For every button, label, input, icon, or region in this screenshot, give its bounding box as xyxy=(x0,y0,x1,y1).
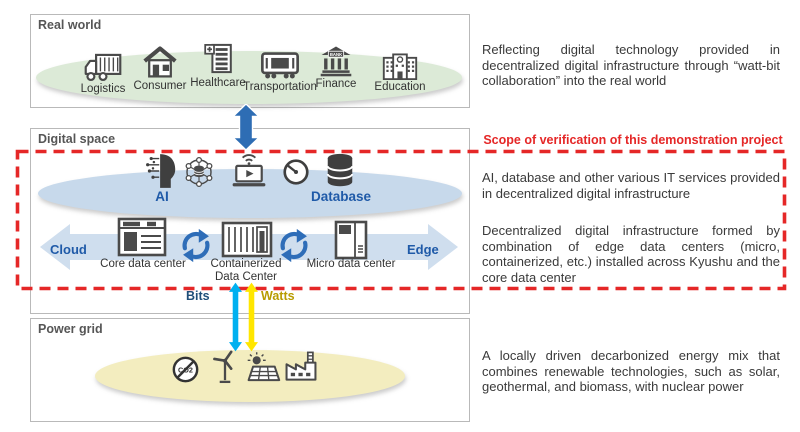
real-world-item-consumer: Consumer xyxy=(125,45,195,93)
bank-sign-text: BANK xyxy=(330,52,343,57)
real-world-item-label: Consumer xyxy=(133,80,187,92)
infrastructure-note: Decentralized digital infrastructure for… xyxy=(482,223,780,285)
real-digital-double-arrow-icon xyxy=(233,104,259,150)
power-grid-title: Power grid xyxy=(38,322,103,336)
watts-double-arrow-icon xyxy=(245,282,258,352)
database-icon xyxy=(326,153,354,187)
database-label: Database xyxy=(310,189,372,204)
bits-double-arrow-icon xyxy=(229,282,242,352)
hospital-icon xyxy=(204,43,232,74)
distributed-database-icon xyxy=(185,156,213,188)
services-note: AI, database and other various IT servic… xyxy=(482,170,780,201)
real-world-item-label: Transportation xyxy=(243,81,317,93)
real-world-item-logistics: Logistics xyxy=(68,52,138,96)
containerized-data-center-label: Containerized Data Center xyxy=(210,258,282,283)
watts-label: Watts xyxy=(261,289,295,303)
micro-data-center-label: Micro data center xyxy=(306,258,396,270)
sync-arrows-icon xyxy=(280,228,308,263)
real-world-note: Reflecting digital technology provided i… xyxy=(482,42,780,88)
real-world-title: Real world xyxy=(38,18,102,32)
bits-label: Bits xyxy=(186,289,210,303)
school-icon xyxy=(382,53,418,80)
core-data-center-label: Core data center xyxy=(100,258,186,270)
streaming-icon xyxy=(232,154,266,187)
bank-icon: BANK xyxy=(320,46,352,77)
factory-icon xyxy=(285,351,317,381)
real-world-item-education: Education xyxy=(365,51,435,94)
real-world-item-finance: BANK Finance xyxy=(301,45,371,91)
sync-arrows-icon xyxy=(182,228,210,263)
digital-space-title: Digital space xyxy=(38,132,116,146)
real-world-item-label: Logistics xyxy=(80,83,126,95)
truck-icon xyxy=(84,53,122,82)
micro-data-center-icon xyxy=(334,220,368,260)
co2-free-icon: CO2 xyxy=(172,356,199,383)
gauge-icon xyxy=(283,159,309,185)
power-grid-note: A locally driven decarbonized energy mix… xyxy=(482,348,780,394)
real-world-item-healthcare: Healthcare xyxy=(183,41,253,90)
real-world-item-label: Finance xyxy=(315,78,357,90)
cloud-label: Cloud xyxy=(50,242,87,257)
house-icon xyxy=(143,46,177,78)
ai-label: AI xyxy=(155,189,169,204)
train-icon xyxy=(261,52,299,79)
real-world-item-label: Education xyxy=(374,81,426,93)
core-data-center-icon xyxy=(117,217,167,257)
scope-dashed-box xyxy=(15,149,787,291)
solar-panel-icon xyxy=(247,352,281,382)
wind-turbine-icon xyxy=(213,350,233,384)
real-world-item-transportation: Transportation xyxy=(235,50,325,94)
ai-brain-icon xyxy=(146,154,176,188)
edge-label: Edge xyxy=(407,242,439,257)
scope-label: Scope of verification of this demonstrat… xyxy=(483,133,783,147)
containerized-data-center-icon xyxy=(221,221,273,258)
real-world-item-label: Healthcare xyxy=(190,77,246,89)
